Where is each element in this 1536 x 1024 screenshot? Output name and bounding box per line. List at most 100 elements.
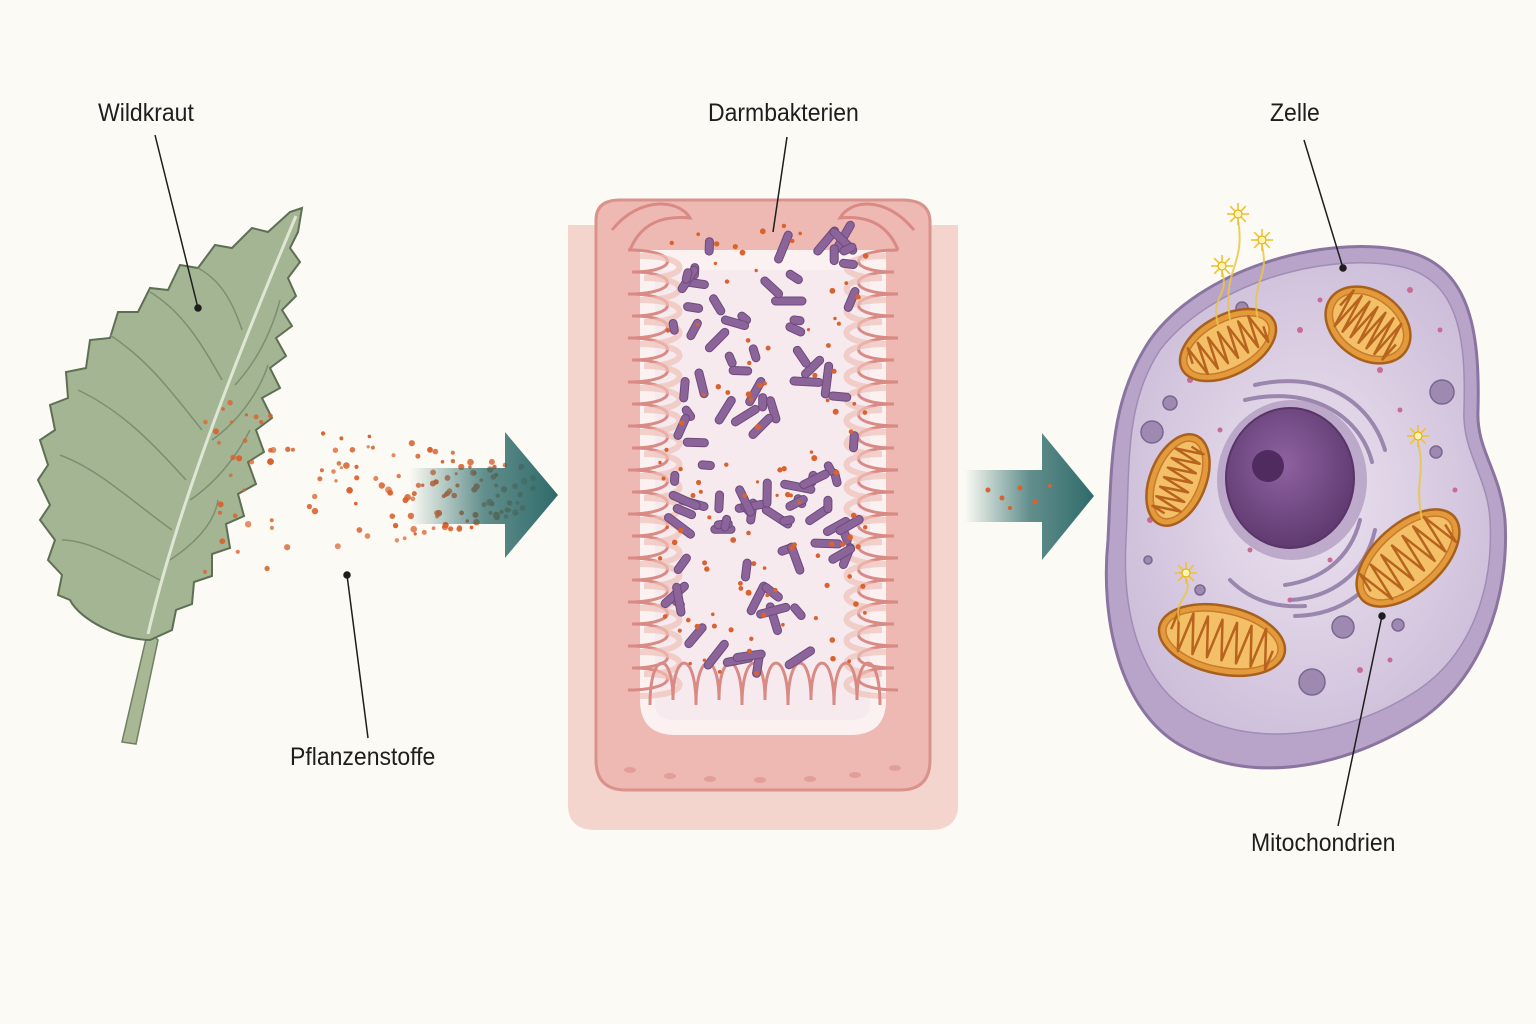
compound-dot [331,469,336,474]
gut-compound-dot [688,661,692,666]
gut-compound-dot [833,469,840,476]
leader-bacteria [772,136,788,233]
compound-dot [394,538,400,543]
gut-compound-dot [664,447,669,452]
leaf-icon [36,206,304,745]
compound-dot [259,420,264,425]
gut-compound-dot [850,512,857,519]
compound-dot [356,527,363,533]
spark-trail [1215,271,1225,326]
bacterium [748,413,774,439]
compound-dot [218,510,222,515]
label-bacteria: Darmbakterien [708,99,859,127]
bacterium [703,639,729,670]
compound-dot [235,549,240,554]
compound-dot [336,461,342,466]
compound-dot [332,447,339,453]
compound-dot [311,507,319,515]
gut-compound-dot [702,658,707,662]
compound-dot [441,524,449,531]
compound-dot [448,526,454,532]
compound-dot [269,518,274,523]
compound-dot [450,458,456,464]
villi-right-fill [843,253,887,699]
bacterium [835,515,864,536]
compound-dot [264,565,270,572]
compound-dot [432,448,439,455]
villi-top-left [610,202,693,251]
gut-compound-dot [745,391,752,398]
villi-bottom-outline [648,661,882,706]
gut-compound-dot [812,372,818,378]
gut-compound-dot [847,659,852,664]
bacterium [672,582,686,617]
label-compounds: Pflanzenstoffe [290,743,436,771]
gut-compound-dot [711,623,717,629]
endoplasmic-reticulum [1228,379,1392,618]
compound-dot [268,447,273,453]
gut-compound-dot [852,401,857,406]
gut-compound-dot [826,343,831,348]
leader-cell [1303,139,1344,269]
gut-compound-dot [671,539,678,546]
compound-dot [467,458,474,466]
gut-compound-dot [754,671,759,676]
gut-compound-dot [824,582,830,589]
bacterium [681,268,693,284]
spark-icon [1211,255,1233,277]
compound-dot [253,414,259,420]
gut-compound-dot [762,566,767,570]
compound-dot [421,529,427,535]
bacterium [848,431,859,453]
gut-compound-dot [669,240,674,246]
compound-dot [364,533,371,539]
gut-compound-dot [809,450,814,454]
gut-compound-dot [847,534,853,541]
bacterium [682,437,709,448]
gut-compound-dot [848,429,854,435]
gut-compound-dot [773,587,778,593]
gut-compound-dot [704,566,710,572]
gut-compound-dot [714,241,720,247]
gut-compound-dot [698,489,703,494]
gut-compound-dot [702,560,708,566]
gut-compound-dot [657,556,663,561]
bacterium [785,269,803,285]
spark-icon [1227,203,1249,225]
bacterium [740,558,752,582]
compound-dot [431,526,436,531]
spark-core [1233,209,1243,219]
gut-compound-dot [678,527,684,534]
gut-compound-dot [832,408,839,415]
gut-compound-dot [830,655,836,662]
bacterium [720,514,732,532]
compound-dot [203,419,208,425]
gut-compound-dot [806,328,811,332]
gut-compound-dot [853,601,859,607]
gut-compound-dot [860,583,866,589]
bacterium [823,495,833,514]
gut-compound-dot [862,410,868,415]
gut-compound-dot [696,479,702,486]
spark-core [1257,235,1267,245]
spark-trail [1417,441,1423,521]
compound-dot [268,413,273,419]
compound-dot [236,455,243,462]
bacterium [708,294,726,316]
compound-dot [346,487,353,494]
gut-compound-dot [746,530,751,536]
mitochondrion-icon [1178,307,1278,383]
bacterium [789,315,805,326]
compound-dot [488,458,495,465]
compound-dot [415,453,421,459]
gut-compound-dot [690,493,696,498]
gut-compound-dot [678,420,685,426]
bacterium [670,470,680,486]
compound-dot [312,493,318,500]
leader-herb-dot [194,304,202,312]
spark-trail [1255,245,1265,321]
gut-compound-dot [754,424,761,431]
gut-compound-dot [754,268,758,273]
bacterium [789,376,824,387]
gut-compound-dot [781,466,787,472]
